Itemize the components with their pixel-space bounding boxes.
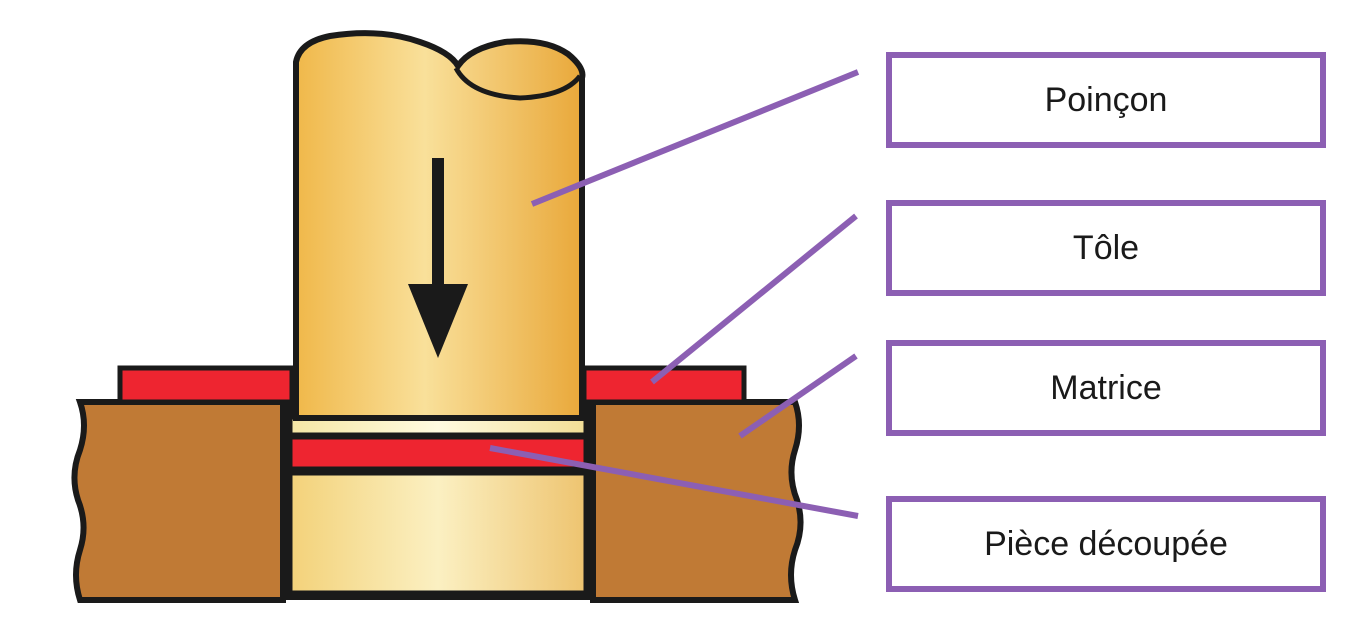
label-matrice-text: Matrice xyxy=(1050,368,1162,407)
leader-line-poincon xyxy=(530,69,860,207)
label-poincon-text: Poinçon xyxy=(1044,80,1168,119)
label-tole-text: Tôle xyxy=(1072,228,1140,267)
cut-piece xyxy=(289,436,587,470)
down-arrow-icon xyxy=(408,158,468,358)
punch-top-curve xyxy=(453,66,582,101)
die-right-block xyxy=(590,399,804,603)
label-tole: Tôle xyxy=(886,200,1326,296)
label-matrice: Matrice xyxy=(886,340,1326,436)
piece-stack xyxy=(289,472,587,594)
label-piece-text: Pièce découpée xyxy=(984,524,1228,563)
leader-line-matrice xyxy=(738,353,858,439)
leader-line-tole xyxy=(650,213,858,385)
die-left-block xyxy=(71,399,286,603)
leader-line-piece xyxy=(489,445,859,519)
label-piece: Pièce découpée xyxy=(886,496,1326,592)
label-poincon: Poinçon xyxy=(886,52,1326,148)
sheet-left xyxy=(117,365,295,405)
